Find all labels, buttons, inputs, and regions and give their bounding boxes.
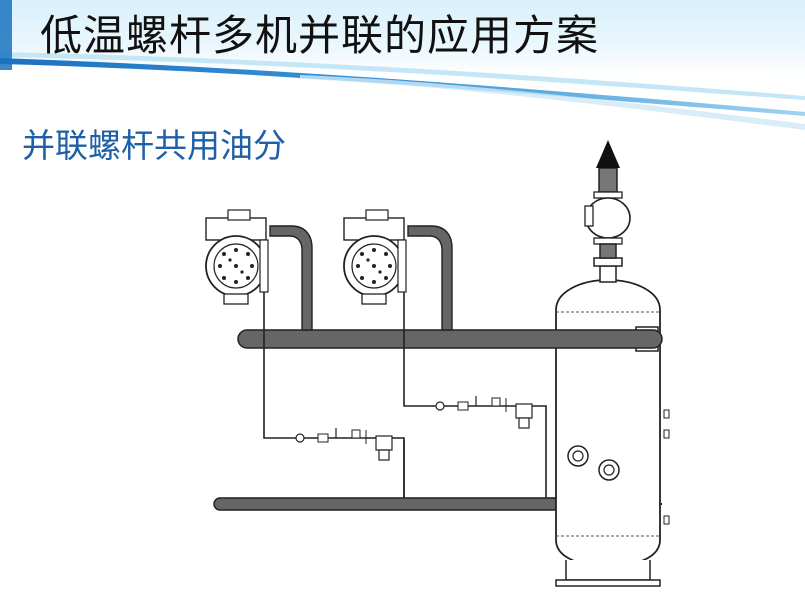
header-left-accent <box>0 0 12 70</box>
oil-return-2-fittings <box>435 396 533 429</box>
discharge-valve <box>584 167 631 259</box>
sight-glass-1 <box>567 445 589 467</box>
page-subtitle: 并联螺杆共用油分 <box>22 126 286 165</box>
oil-return-1-fittings <box>295 428 393 461</box>
screw-compressor-2 <box>343 209 407 305</box>
wave-dark-stroke <box>0 58 805 116</box>
compressor-1-discharge-pipe <box>269 225 313 331</box>
outlet-arrow-icon <box>596 140 620 168</box>
page-title: 低温螺杆多机并联的应用方案 <box>40 11 600 60</box>
oil-separator-vessel <box>555 257 670 587</box>
discharge-header-pipe <box>237 329 663 349</box>
oil-return-line-1 <box>263 292 405 498</box>
oil-return-line-2 <box>403 292 547 498</box>
compressor-2-discharge-pipe <box>407 225 453 331</box>
screw-compressor-1 <box>205 209 269 305</box>
sight-glass-2 <box>598 459 620 481</box>
wave-light-stroke <box>0 52 805 100</box>
header-wave-band <box>0 0 805 130</box>
